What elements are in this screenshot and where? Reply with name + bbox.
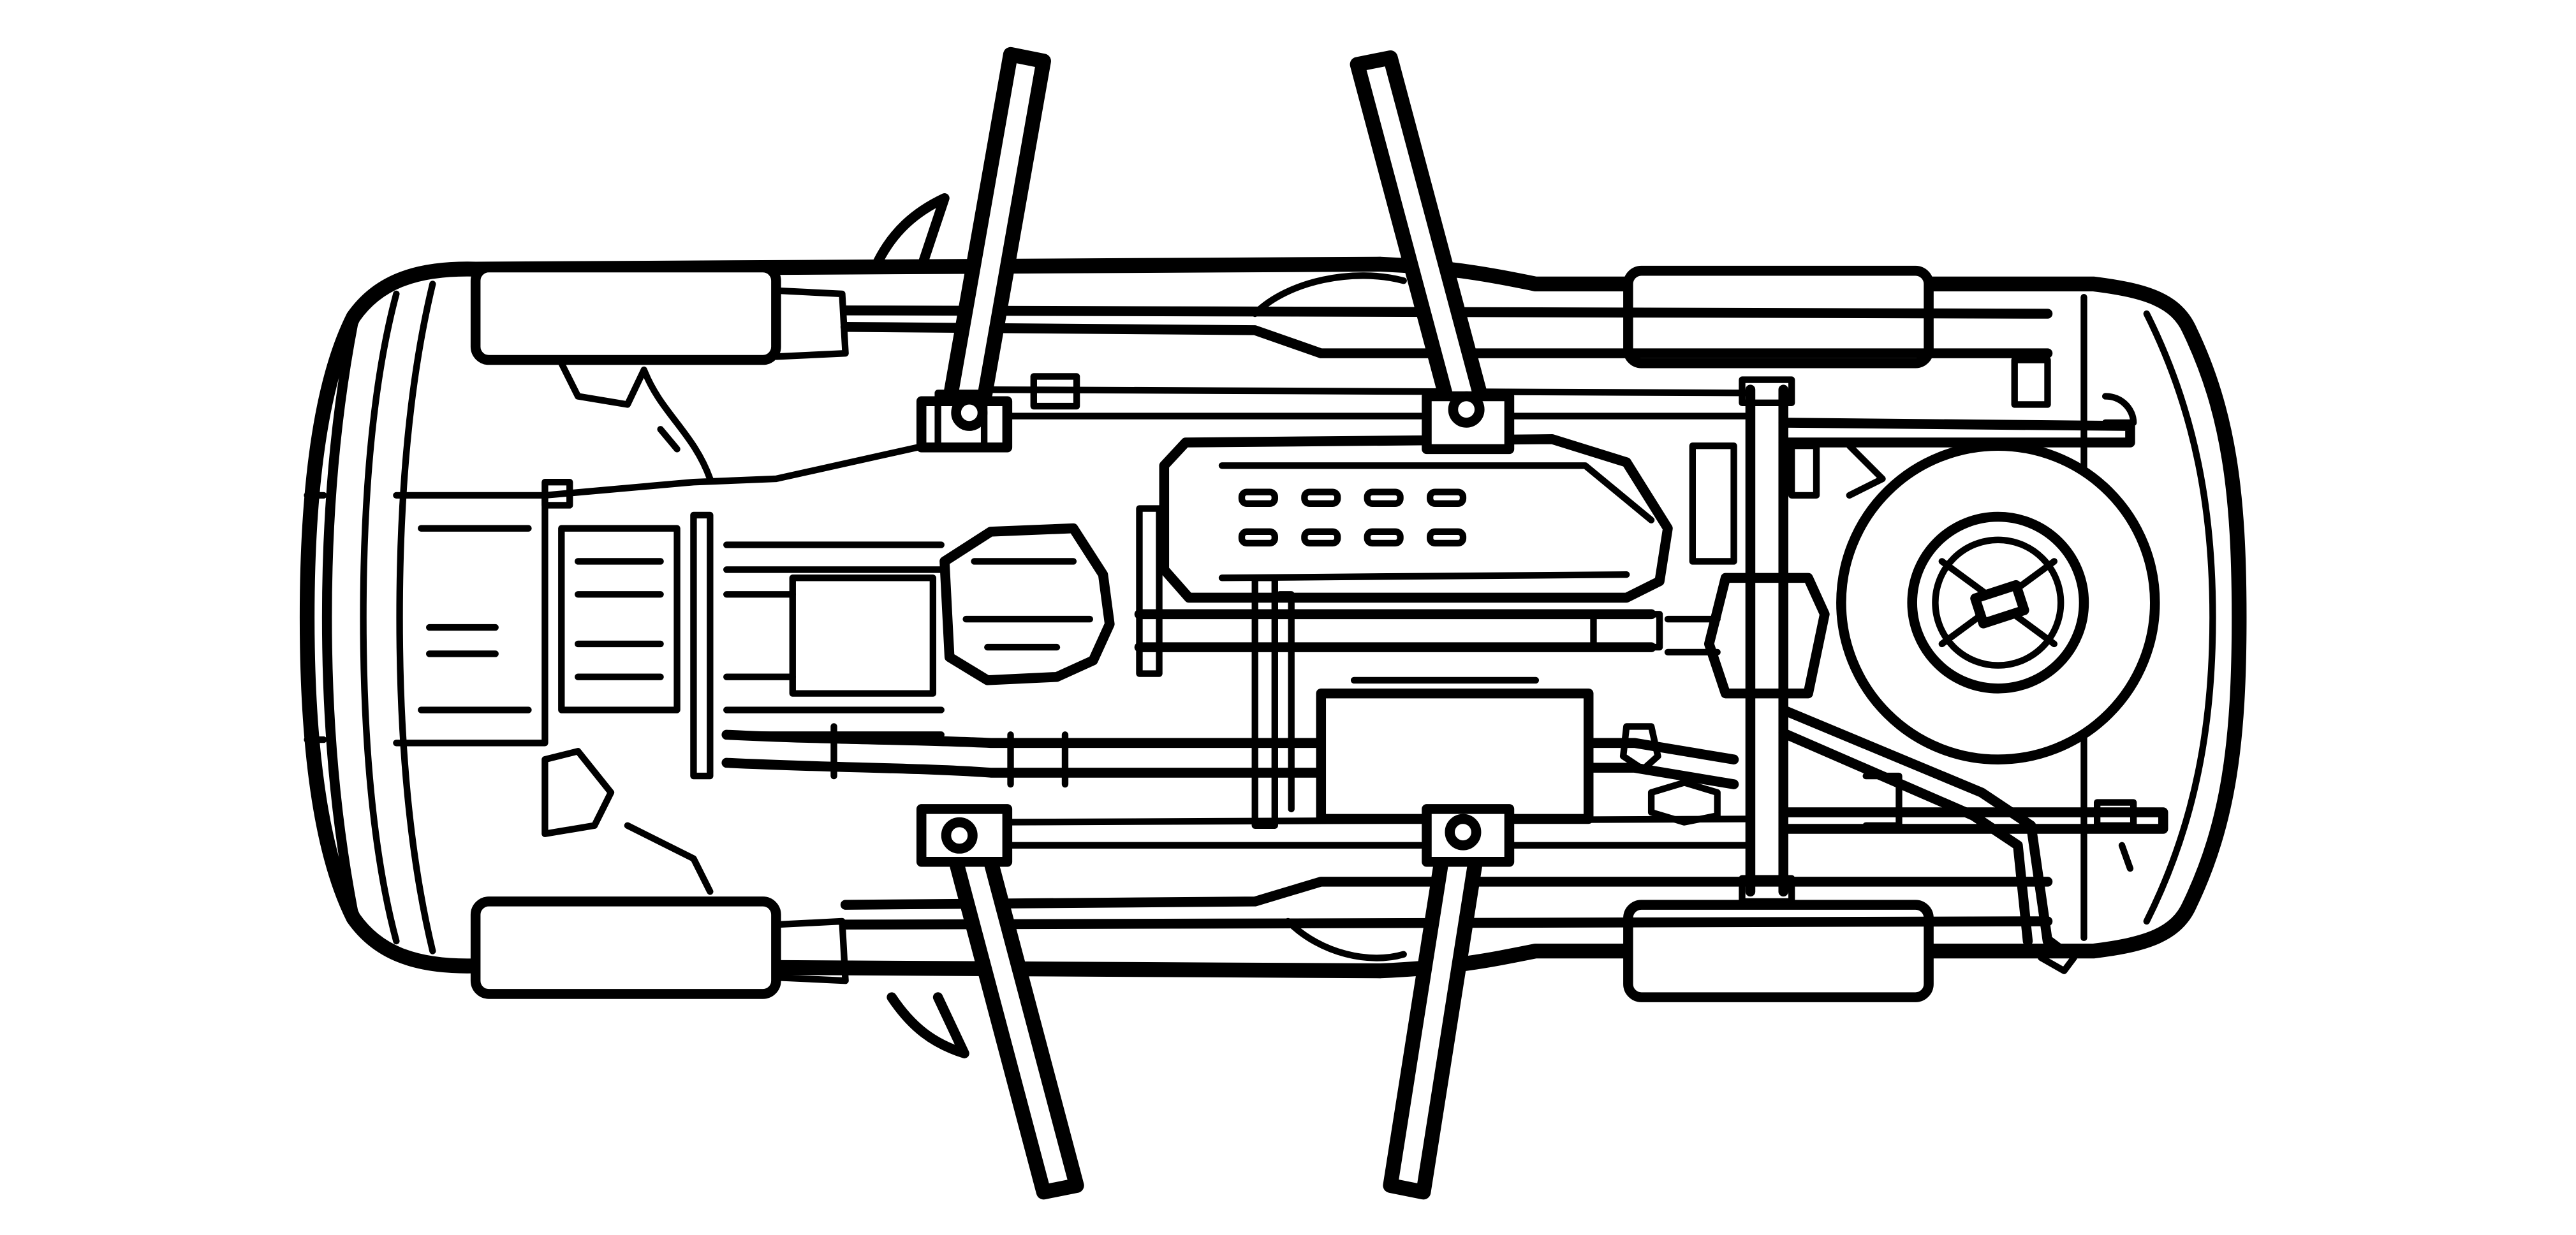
transmission (939, 523, 1115, 685)
fuel-tank (1159, 434, 1673, 603)
rear-axle (1647, 356, 2137, 905)
front-suspension (541, 360, 945, 895)
wheels (470, 262, 1934, 1002)
exhaust-system (721, 574, 2078, 974)
muffler (1316, 688, 1594, 824)
front-left-wheel (470, 262, 781, 365)
engine-block (393, 492, 681, 747)
left-mirror (870, 193, 950, 273)
lift-arm-front-right (1350, 50, 1515, 455)
spare-tire (1836, 441, 2160, 764)
bracket (1030, 373, 1080, 410)
front-right-wheel (470, 896, 781, 999)
driveshaft (1134, 505, 1663, 677)
lift-arm-rear-right (1383, 804, 1515, 1200)
lift-arm-rear-left (916, 804, 1084, 1200)
right-mirror (887, 992, 969, 1058)
body-outline (299, 256, 2247, 979)
lift-arm-front-left (916, 47, 1051, 453)
